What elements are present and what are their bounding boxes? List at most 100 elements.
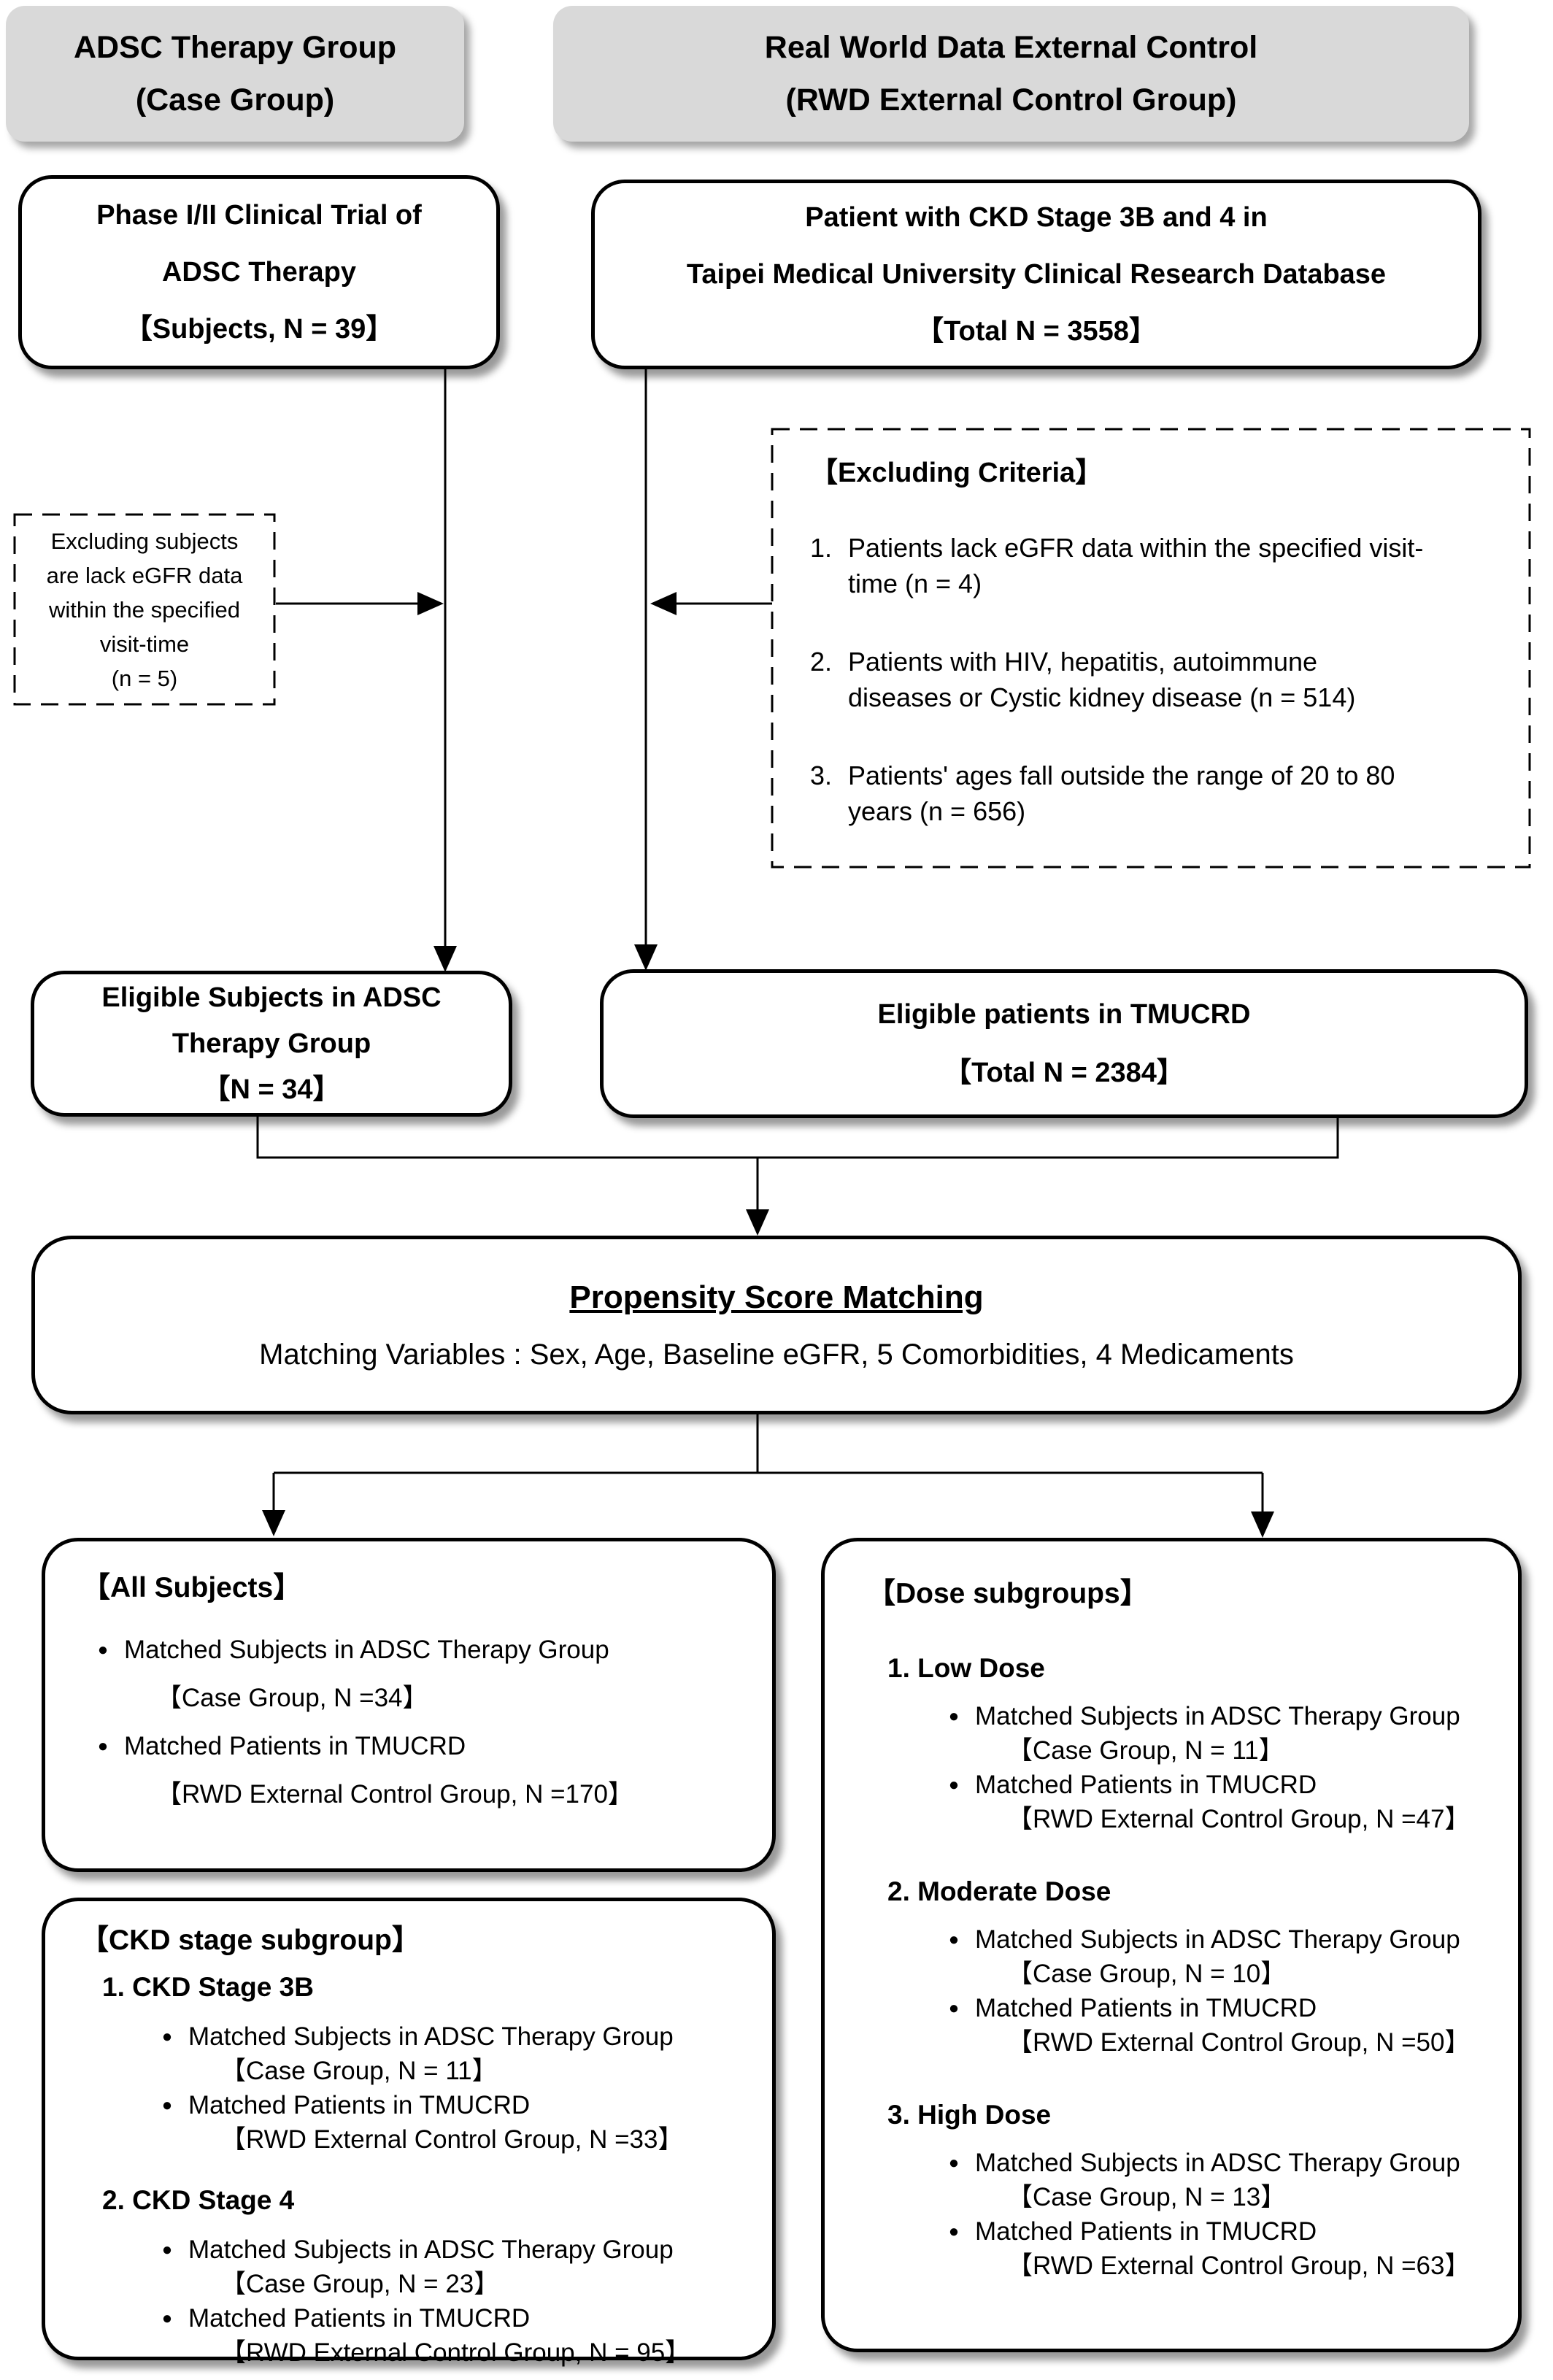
arrowhead-down-icon [746, 1209, 769, 1236]
list-item: ● Matched Patients in TMUCRD 【RWD Extern… [933, 2214, 1500, 2283]
bullet-text: Matched Patients in TMUCRD [975, 1994, 1317, 2022]
ckd-section-stage4: 2. CKD Stage 4 ● Matched Subjects in ADS… [102, 2183, 754, 2370]
psm-title: Propensity Score Matching [569, 1279, 984, 1315]
bullet-icon: ● [948, 2222, 960, 2241]
arrowhead-down-icon [1251, 1511, 1274, 1538]
header-case-group-label: ADSC Therapy Group (Case Group) [6, 6, 464, 142]
ckd-section-stage3b: 1. CKD Stage 3B ● Matched Subjects in AD… [102, 1970, 754, 2157]
arrowhead-down-icon [433, 946, 457, 972]
node-ckd-patients: Patient with CKD Stage 3B and 4 in Taipe… [591, 180, 1481, 369]
criteria-item-number: 3. [810, 760, 833, 790]
criteria-item-number: 1. [810, 533, 833, 563]
bullet-detail: 【Case Group, N = 10】 [1007, 1960, 1287, 1988]
bullet-text: Matched Subjects in ADSC Therapy Group [188, 2235, 674, 2264]
list-item: ● Matched Patients in TMUCRD 【RWD Extern… [146, 2301, 754, 2370]
excluding-criteria-item: 2. Patients with HIV, hepatitis, autoimm… [810, 644, 1496, 715]
dose-section-moderate: 2. Moderate Dose ● Matched Subjects in A… [887, 1874, 1500, 2060]
bullet-text: Matched Subjects in ADSC Therapy Group [188, 2022, 674, 2051]
bullet-icon: ● [948, 1775, 960, 1795]
node-eligible-tmucrd: Eligible patients in TMUCRD 【Total N = 2… [600, 969, 1528, 1118]
node-ckd-subgroup: 【CKD stage subgroup】 1. CKD Stage 3B ● M… [42, 1898, 776, 2367]
bullet-detail: 【Case Group, N = 11】 [220, 2057, 498, 2085]
bullet-icon: ● [948, 2153, 960, 2173]
bullet-icon: ● [948, 1930, 960, 1949]
bullet-text: Matched Subjects in ADSC Therapy Group [975, 2149, 1460, 2177]
criteria-item-text: Patients lack eGFR data within the speci… [848, 533, 1424, 598]
list-item: ● Matched Subjects in ADSC Therapy Group… [933, 1922, 1500, 1991]
list-item: ● Matched Subjects in ADSC Therapy Group… [146, 2233, 754, 2301]
header-rwd-group-line1: Real World Data External Control [764, 30, 1258, 65]
excluding-subjects-line1: Excluding subjects [50, 528, 239, 554]
eligible-adsc-line3: 【N = 34】 [202, 1074, 341, 1105]
bullet-detail: 【RWD External Control Group, N =170】 [156, 1780, 633, 1809]
excluding-criteria-title: 【Excluding Criteria】 [810, 458, 1103, 488]
dashed-border-excluding-subjects [13, 513, 276, 706]
bullet-detail: 【Case Group, N =34】 [156, 1684, 428, 1712]
arrowhead-down-icon [262, 1510, 285, 1536]
list-item: ● Matched Patients in TMUCRD 【RWD Extern… [933, 1768, 1500, 1836]
bullet-text: Matched Patients in TMUCRD [975, 2217, 1317, 2246]
bullet-icon: ● [161, 2308, 173, 2328]
section-heading: 2. Moderate Dose [887, 1876, 1111, 1906]
bullet-icon: ● [161, 2095, 173, 2115]
criteria-item-number: 2. [810, 647, 833, 677]
header-case-group-line2: (Case Group) [135, 82, 335, 118]
dose-section-low: 1. Low Dose ● Matched Subjects in ADSC T… [887, 1651, 1500, 1836]
list-item: ● Matched Subjects in ADSC Therapy Group… [82, 1626, 750, 1722]
bullet-icon: ● [948, 1706, 960, 1726]
phase-trial-line2: ADSC Therapy [161, 257, 357, 288]
node-propensity-matching: Propensity Score Matching Matching Varia… [31, 1236, 1522, 1414]
criteria-item-text: Patients with HIV, hepatitis, autoimmune… [848, 647, 1356, 712]
list-item: ● Matched Subjects in ADSC Therapy Group… [146, 2019, 754, 2088]
list-item: ● Matched Subjects in ADSC Therapy Group… [933, 2146, 1500, 2214]
bullet-icon: ● [161, 2240, 173, 2260]
phase-trial-line3: 【Subjects, N = 39】 [124, 314, 394, 344]
eligible-adsc-line1: Eligible Subjects in ADSC [101, 982, 442, 1013]
header-case-group-line1: ADSC Therapy Group [74, 30, 396, 65]
ckd-subgroup-title: 【CKD stage subgroup】 [80, 1925, 420, 1956]
phase-trial-line1: Phase I/II Clinical Trial of [96, 200, 422, 231]
dashed-border-excluding-criteria [771, 428, 1531, 869]
list-item: ● Matched Patients in TMUCRD 【RWD Extern… [82, 1722, 750, 1819]
bullet-detail: 【RWD External Control Group, N = 95】 [220, 2338, 691, 2367]
node-all-subjects: 【All Subjects】 ● Matched Subjects in ADS… [42, 1538, 776, 1872]
criteria-item-text: Patients' ages fall outside the range of… [848, 760, 1395, 826]
node-eligible-adsc: Eligible Subjects in ADSC Therapy Group … [31, 971, 512, 1117]
list-item: ● Matched Subjects in ADSC Therapy Group… [933, 1699, 1500, 1768]
section-heading: 2. CKD Stage 4 [102, 2185, 295, 2215]
node-phase-trial: Phase I/II Clinical Trial of ADSC Therap… [18, 175, 500, 369]
bullet-detail: 【RWD External Control Group, N =47】 [1007, 1805, 1471, 1833]
node-excluding-subjects: Excluding subjects are lack eGFR data wi… [15, 515, 274, 704]
arrowhead-down-icon [634, 944, 658, 971]
bullet-text: Matched Subjects in ADSC Therapy Group [124, 1636, 609, 1664]
excluding-criteria-item: 3. Patients' ages fall outside the range… [810, 758, 1496, 829]
dose-section-high: 3. High Dose ● Matched Subjects in ADSC … [887, 2098, 1500, 2283]
ckd-patients-line1: Patient with CKD Stage 3B and 4 in [805, 202, 1268, 233]
bullet-text: Matched Patients in TMUCRD [188, 2304, 531, 2333]
all-subjects-title: 【All Subjects】 [82, 1572, 302, 1603]
bullet-detail: 【Case Group, N = 11】 [1007, 1736, 1284, 1765]
excluding-subjects-line2: are lack eGFR data [46, 562, 243, 588]
bullet-detail: 【RWD External Control Group, N =33】 [220, 2125, 684, 2154]
bullet-text: Matched Subjects in ADSC Therapy Group [975, 1702, 1460, 1730]
eligible-adsc-line2: Therapy Group [172, 1028, 371, 1059]
node-dose-subgroups: 【Dose subgroups】 1. Low Dose ● Matched S… [821, 1538, 1522, 2352]
ckd-patients-line3: 【Total N = 3558】 [916, 316, 1157, 347]
dose-subgroups-title: 【Dose subgroups】 [867, 1578, 1149, 1609]
bullet-icon: ● [97, 1736, 109, 1756]
section-heading: 1. Low Dose [887, 1653, 1045, 1683]
excluding-subjects-line5: (n = 5) [111, 665, 178, 691]
node-excluding-criteria: 【Excluding Criteria】 1. Patients lack eG… [772, 429, 1530, 867]
section-heading: 3. High Dose [887, 2100, 1052, 2130]
bullet-icon: ● [948, 1998, 960, 2018]
arrowheads [262, 592, 1274, 1538]
arrowhead-right-icon [417, 592, 444, 615]
section-heading: 1. CKD Stage 3B [102, 1972, 314, 2002]
bullet-icon: ● [97, 1640, 109, 1660]
bullet-icon: ● [161, 2027, 173, 2046]
psm-subtitle: Matching Variables : Sex, Age, Baseline … [259, 1338, 1294, 1371]
bullet-detail: 【Case Group, N = 13】 [1007, 2183, 1287, 2211]
bullet-text: Matched Patients in TMUCRD [975, 1771, 1317, 1799]
